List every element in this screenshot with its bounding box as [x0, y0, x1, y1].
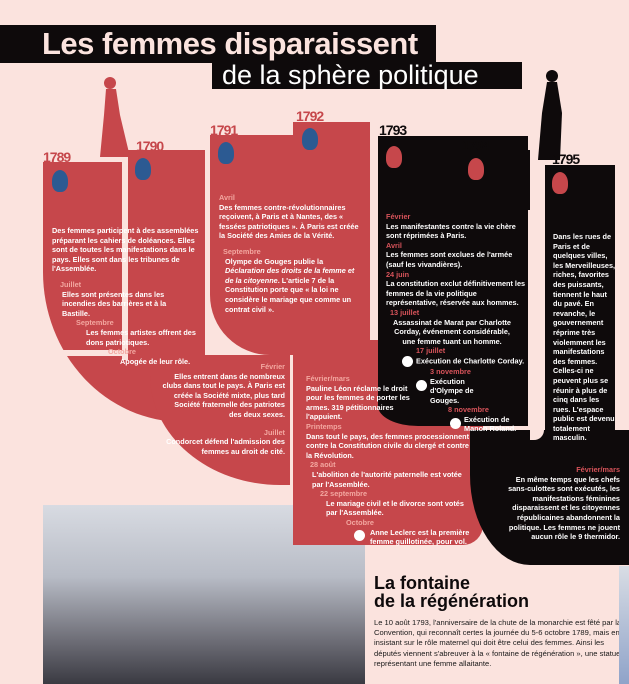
woman-profile-icon: [302, 128, 318, 150]
month-label: Avril: [386, 240, 402, 250]
skull-icon: [416, 379, 427, 391]
event-text: Les femmes artistes offrent des dons pat…: [86, 327, 196, 347]
month-label: Octobre: [346, 517, 374, 527]
woman-profile-icon: [218, 142, 234, 164]
event-text: Assassinat de Marat par Charlotte Corday…: [392, 317, 511, 346]
event-text: Dans les rues de Paris et de quelques vi…: [553, 232, 616, 443]
skull-icon: [402, 355, 413, 367]
woman-silhouette-black-icon: [538, 70, 562, 160]
year-1793: 1793: [379, 122, 407, 138]
woman-profile-icon: [468, 158, 484, 180]
event-text: . L'article 7 de la Constitution porte q…: [225, 275, 352, 314]
month-label: Juillet: [60, 279, 82, 289]
event-text: Exécution de Charlotte Corday.: [416, 356, 525, 366]
month-label: 28 août: [310, 460, 336, 470]
event-text: Condorcet défend l'admission des femmes …: [166, 437, 285, 456]
panel-1795: [545, 165, 615, 465]
fontaine-title: de la régénération: [374, 591, 530, 611]
month-label: 24 juin: [386, 269, 410, 279]
year-1792: 1792: [296, 108, 324, 124]
fontaine-box: La fontaine de la régénération Le 10 aoû…: [366, 566, 629, 684]
event-text: Elles sont présentes dans les incendies …: [62, 289, 167, 318]
year-1789: 1789: [43, 149, 71, 165]
year-1794: 1794: [462, 137, 490, 153]
woman-profile-icon: [135, 158, 151, 180]
year-1791: 1791: [210, 122, 238, 138]
event-text: L'abolition de l'autorité paternelle est…: [312, 469, 462, 489]
divider: [43, 350, 128, 356]
events-1789: Des femmes participent à des assemblées …: [52, 226, 202, 366]
title-line2: de la sphère politique: [222, 60, 479, 90]
year-1795: 1795: [552, 151, 580, 167]
events-1793: Février Les manifestantes contre la vie …: [386, 212, 526, 434]
month-label: Avril: [219, 193, 235, 202]
events-1795-lower: Février/mars En même temps que les chefs…: [498, 465, 620, 542]
month-label: Février/mars: [306, 374, 350, 383]
month-label: Février: [386, 212, 411, 221]
event-text: Les femmes sont exclues de l'armée (sauf…: [386, 250, 513, 269]
events-1791: Avril Des femmes contre-révolutionnaires…: [219, 193, 364, 314]
event-text: Des femmes participent à des assemblées …: [52, 226, 199, 274]
event-text: Pauline Léon réclame le droit pour les f…: [306, 383, 410, 422]
event-text: Le mariage civil et le divorce sont voté…: [326, 498, 464, 518]
month-label: 22 septembre: [320, 489, 368, 499]
woman-profile-icon: [552, 172, 568, 194]
month-label: Juillet: [263, 427, 285, 437]
month-label: Septembre: [223, 246, 261, 256]
month-label: Septembre: [76, 318, 114, 328]
month-label: Printemps: [306, 421, 342, 431]
month-label: 3 novembre: [430, 366, 471, 376]
event-text: Des femmes contre-révolutionnaires reçoi…: [219, 202, 359, 241]
event-text: En même temps que les chefs sans-culotte…: [508, 474, 620, 542]
woman-profile-icon: [386, 146, 402, 168]
event-text: Les manifestantes contre la vie chère so…: [386, 221, 516, 241]
woman-silhouette-red-icon: [100, 77, 130, 157]
month-label: 8 novembre: [448, 405, 489, 415]
event-text: Apogée de leur rôle.: [120, 356, 191, 366]
year-1790: 1790: [136, 138, 164, 154]
event-text: La constitution exclut définitivement le…: [386, 279, 526, 308]
event-text: Dans tout le pays, des femmes procession…: [306, 431, 470, 460]
event-text: Exécution de Manon Roland.: [464, 414, 517, 434]
event-text: Elles entrent dans de nombreux clubs dan…: [162, 371, 285, 419]
fontaine-title: La fontaine: [374, 573, 471, 593]
month-label: Octobre: [108, 347, 136, 357]
divider: [122, 150, 128, 360]
month-label: Février: [260, 362, 285, 371]
event-text: Olympe de Gouges publie la: [225, 256, 324, 266]
event-text: Anne Leclerc est la première femme guill…: [370, 527, 470, 547]
event-text: Exécution d'Olympe de Gouges.: [430, 376, 474, 405]
events-1792: Février/mars Pauline Léon réclame le dro…: [306, 374, 474, 547]
month-label: 13 juillet: [390, 307, 420, 317]
subtitle-bar: de la sphère politique: [212, 60, 522, 90]
skull-icon: [354, 529, 365, 541]
title-line1: Les femmes disparaissent: [42, 26, 418, 61]
fontaine-text: Le 10 août 1793, l'anniversaire de la ch…: [374, 618, 622, 668]
declaration-title: Déclaration des droits de la femme et de…: [225, 266, 355, 285]
events-1790: Février Elles entrent dans de nombreux c…: [160, 362, 285, 456]
month-label: Février/mars: [576, 465, 620, 474]
month-label: 17 juillet: [416, 346, 446, 356]
woman-profile-icon: [52, 170, 68, 192]
panel-1795-lower: [470, 430, 629, 565]
skull-icon: [450, 417, 461, 429]
title-bar: Les femmes disparaissent: [0, 25, 436, 63]
divider: [530, 160, 544, 440]
events-1795: Dans les rues de Paris et de quelques vi…: [553, 232, 617, 443]
image-edge: [619, 566, 629, 684]
